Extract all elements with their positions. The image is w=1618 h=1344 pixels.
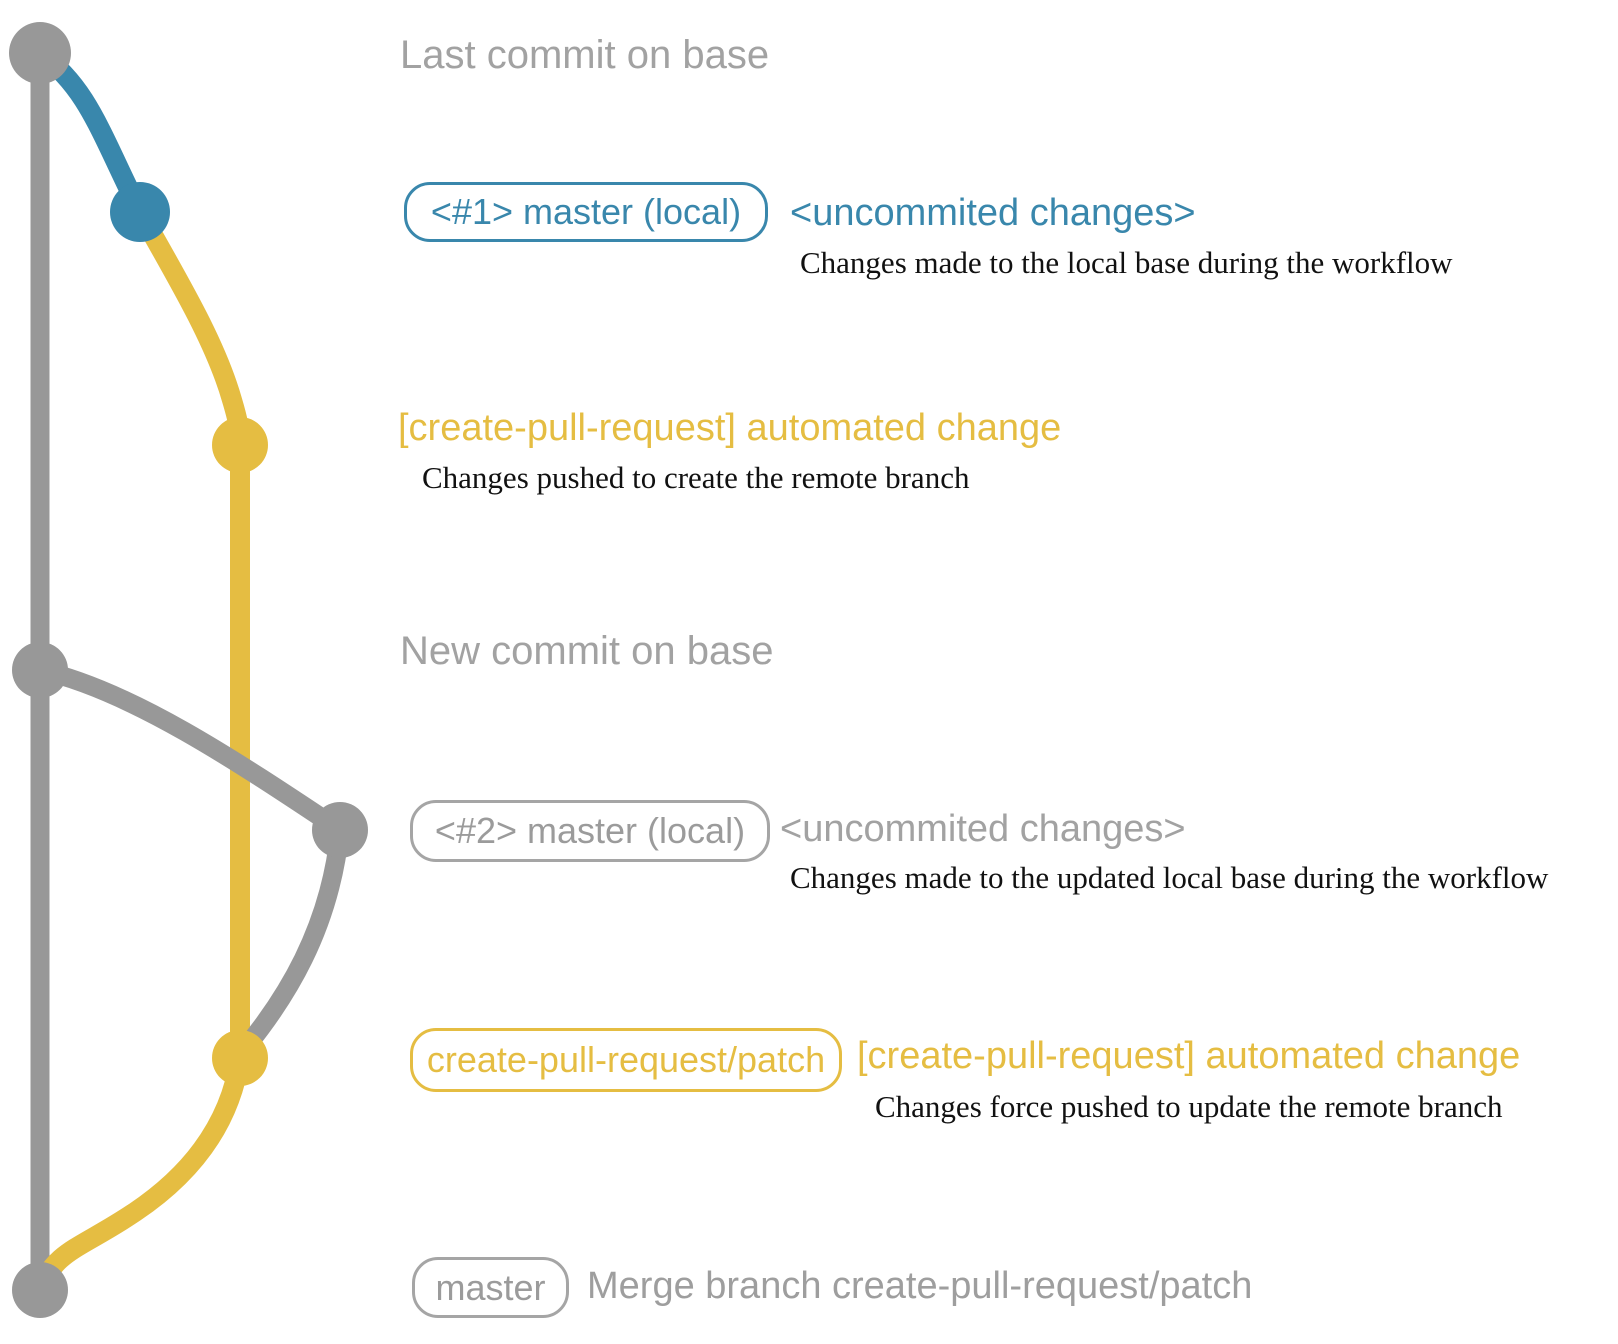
automated-change-label-1: [create-pull-request] automated change bbox=[398, 407, 1062, 449]
commit-node-patch-2 bbox=[212, 1030, 268, 1086]
local-2-to-patch-line bbox=[232, 820, 350, 1062]
automated-change-description-2: Changes force pushed to update the remot… bbox=[875, 1089, 1503, 1124]
commit-node-base-1 bbox=[9, 22, 71, 84]
commit-node-local-1 bbox=[110, 182, 170, 242]
uncommited-changes-label-1: <uncommited changes> bbox=[790, 192, 1196, 234]
patch-branch-line-1 bbox=[130, 202, 250, 455]
patch-merge-line bbox=[30, 1048, 250, 1300]
commit-node-base-2 bbox=[12, 642, 68, 698]
merge-branch-label: Merge branch create-pull-request/patch bbox=[587, 1265, 1253, 1307]
badge-master-local-2-text: <#2> master (local) bbox=[434, 810, 746, 851]
badge-master-local-2: <#2> master (local) bbox=[410, 800, 770, 862]
new-commit-label: New commit on base bbox=[400, 629, 774, 673]
badge-master-merged-text: master bbox=[435, 1266, 546, 1308]
badge-patch-branch: create-pull-request/patch bbox=[410, 1028, 842, 1092]
automated-change-description-1: Changes pushed to create the remote bran… bbox=[422, 460, 970, 495]
uncommited-changes-label-2: <uncommited changes> bbox=[780, 808, 1186, 850]
badge-master-merged: master bbox=[412, 1257, 569, 1318]
badge-master-local-1-text: <#1> master (local) bbox=[430, 191, 742, 232]
commit-node-merge bbox=[12, 1262, 68, 1318]
commit-node-patch-1 bbox=[212, 417, 268, 473]
badge-master-local-1: <#1> master (local) bbox=[404, 182, 768, 242]
automated-change-label-2: [create-pull-request] automated change bbox=[857, 1035, 1521, 1077]
uncommited-changes-description-1: Changes made to the local base during th… bbox=[800, 245, 1453, 280]
last-commit-label: Last commit on base bbox=[400, 33, 770, 77]
commit-node-local-2 bbox=[312, 802, 368, 858]
uncommited-changes-description-2: Changes made to the updated local base d… bbox=[790, 860, 1549, 895]
base-to-local-2-line bbox=[30, 660, 350, 840]
badge-patch-branch-text: create-pull-request/patch bbox=[426, 1039, 826, 1080]
